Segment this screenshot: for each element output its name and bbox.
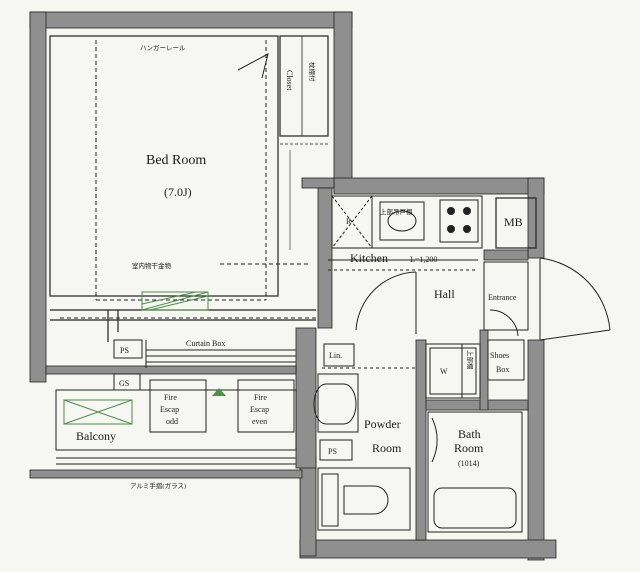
ac-unit bbox=[141, 291, 209, 311]
balcony-label: Balcony bbox=[76, 429, 116, 443]
washer-label: W bbox=[440, 367, 448, 376]
gs-label: GS bbox=[119, 379, 129, 388]
ps-top-label: PS bbox=[120, 346, 129, 355]
bath-room bbox=[427, 411, 523, 533]
fire-escape-odd-line2: Escap bbox=[160, 405, 179, 414]
storage-jp-label: 上部吊戸棚 bbox=[380, 207, 413, 216]
balcony bbox=[55, 379, 297, 465]
kitchen-length-label: L=1,200 bbox=[410, 255, 437, 264]
powder-room-line1: Powder bbox=[364, 417, 401, 431]
walls bbox=[29, 11, 557, 561]
ps-bottom-label: PS bbox=[328, 447, 337, 456]
ps-top-box bbox=[113, 339, 143, 359]
railing-label: アルミ手摺(ガラス) bbox=[130, 481, 186, 490]
bed-room-size: (7.0J) bbox=[164, 185, 192, 199]
fire-escape-even-line2: Escap bbox=[250, 405, 269, 414]
washer bbox=[425, 343, 481, 399]
closet bbox=[277, 35, 329, 264]
toilet bbox=[317, 467, 411, 531]
kitchen bbox=[328, 195, 483, 271]
closet-jp-label: 枕棚付 bbox=[308, 62, 317, 82]
indoor-dryer-label: 室内物干金物 bbox=[132, 261, 172, 270]
fire-escape-odd-line3: odd bbox=[166, 417, 178, 426]
fire-escape-odd-box bbox=[149, 379, 207, 433]
shoes-box-line2: Box bbox=[496, 365, 509, 374]
bath-room-line1: Bath bbox=[458, 427, 481, 441]
fridge-label: R bbox=[346, 217, 352, 226]
bath-room-size: (1014) bbox=[458, 459, 480, 468]
fire-escape-even-line3: even bbox=[252, 417, 267, 426]
window-sash bbox=[145, 340, 296, 368]
bath-room-line2: Room bbox=[454, 441, 484, 455]
mb-label: MB bbox=[504, 215, 523, 229]
ps-bottom-box bbox=[319, 439, 353, 461]
powder-room bbox=[313, 367, 418, 433]
fire-escape-odd-line1: Fire bbox=[164, 393, 177, 402]
entrance-label: Entrance bbox=[488, 293, 517, 302]
hall-label: Hall bbox=[434, 287, 455, 301]
fire-escape-even-line1: Fire bbox=[254, 393, 267, 402]
fire-escape-even-box bbox=[237, 379, 295, 433]
washer-jp-label: 上部棚 bbox=[466, 350, 475, 370]
entrance-door bbox=[483, 257, 611, 341]
shoes-box-line1: Shoes bbox=[490, 351, 509, 360]
shoes-box bbox=[487, 339, 525, 381]
linen-box bbox=[323, 343, 355, 367]
hanger-rail bbox=[60, 40, 316, 319]
stove-icon bbox=[447, 207, 471, 233]
closet-label: Closet bbox=[285, 70, 294, 91]
bed-room-label: Bed Room bbox=[146, 153, 206, 168]
hall-door bbox=[355, 271, 417, 334]
mb-box bbox=[495, 197, 537, 249]
hanger-marker bbox=[237, 53, 269, 79]
linen-label: Lin. bbox=[329, 351, 342, 360]
kitchen-label: Kitchen bbox=[350, 251, 388, 265]
powder-room-line2: Room bbox=[372, 441, 402, 455]
escape-marker-icon bbox=[212, 388, 226, 396]
balcony-outdoor-unit bbox=[63, 399, 133, 425]
curtain-box-label: Curtain Box bbox=[186, 339, 225, 348]
hanger-rail-label: ハンガーレール bbox=[140, 43, 186, 52]
